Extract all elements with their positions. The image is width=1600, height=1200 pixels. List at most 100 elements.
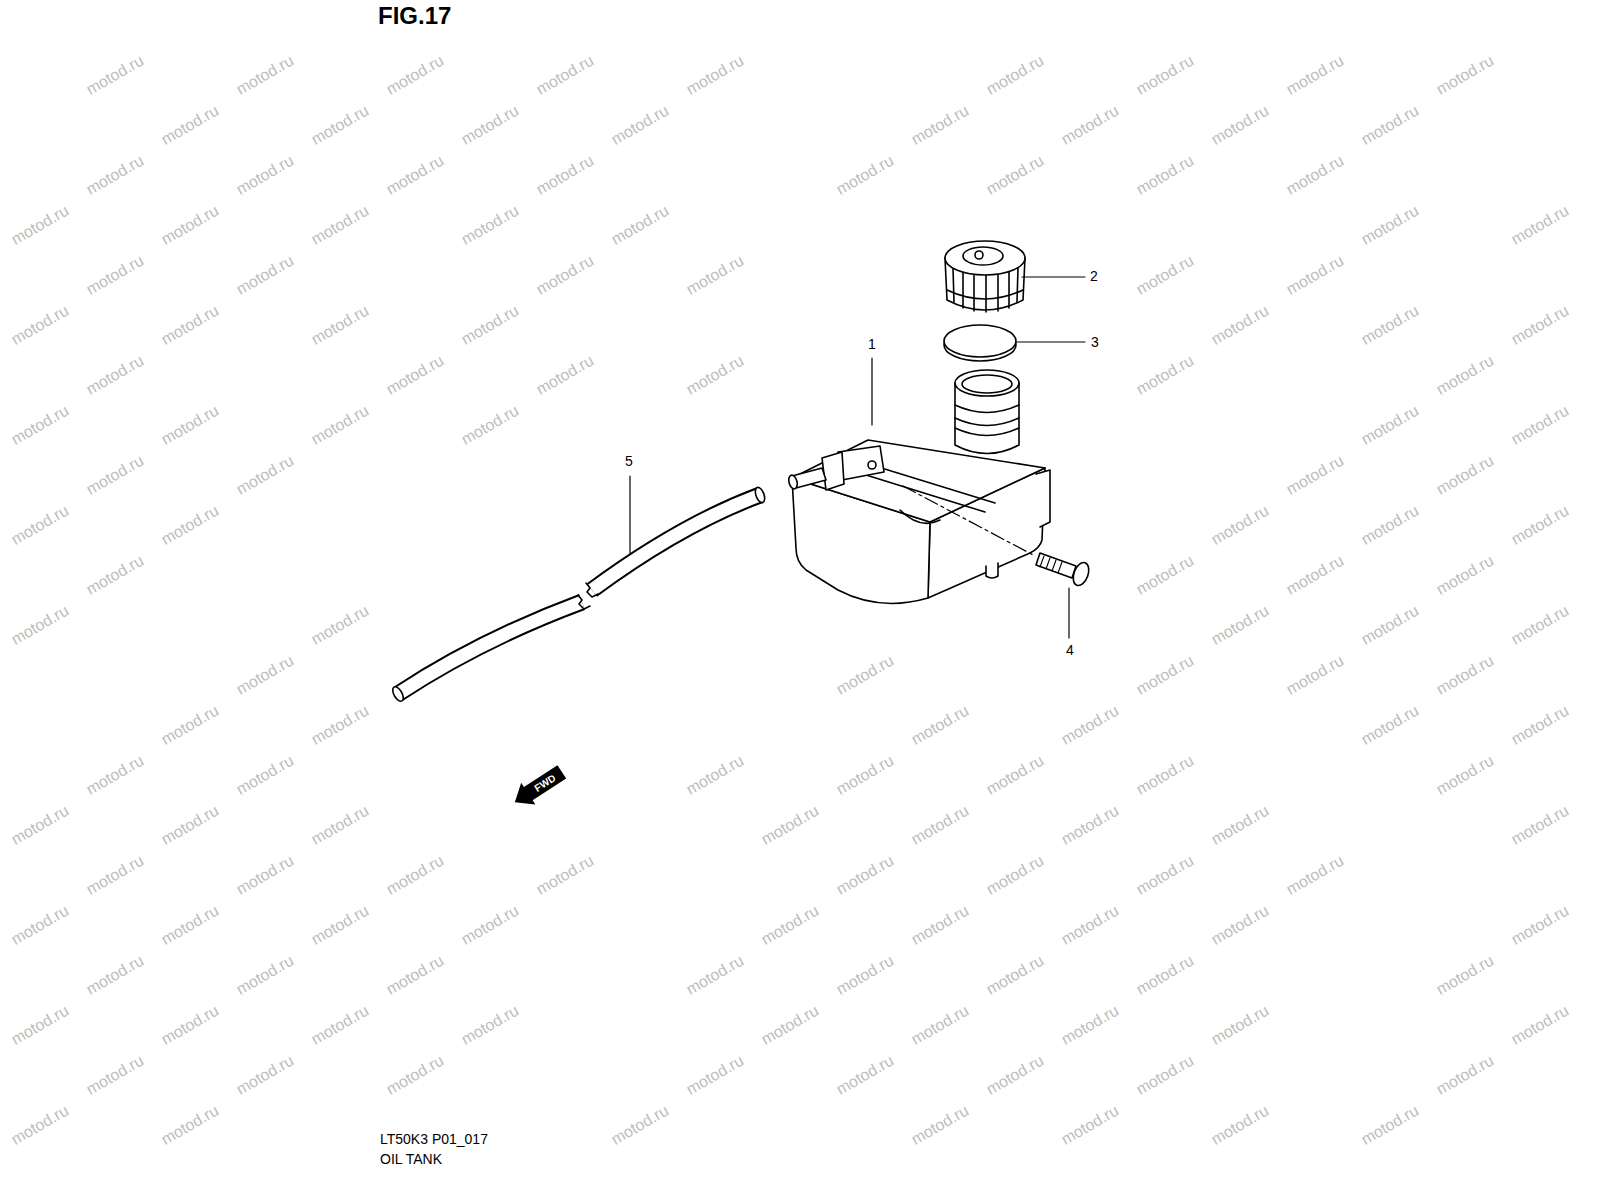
watermark: motod.ru bbox=[8, 1102, 71, 1149]
watermark: motod.ru bbox=[983, 952, 1046, 999]
watermark: motod.ru bbox=[1283, 652, 1346, 699]
watermark: motod.ru bbox=[833, 1052, 896, 1099]
neck-thread bbox=[955, 428, 1019, 436]
watermark: motod.ru bbox=[983, 152, 1046, 199]
watermark: motod.ru bbox=[1133, 1052, 1196, 1099]
hose-end bbox=[391, 685, 406, 703]
watermark: motod.ru bbox=[158, 402, 221, 449]
watermark: motod.ru bbox=[1208, 302, 1271, 349]
watermark: motod.ru bbox=[8, 1002, 71, 1049]
gasket bbox=[944, 325, 1016, 357]
bolt-thread bbox=[1040, 556, 1062, 573]
watermark: motod.ru bbox=[308, 702, 371, 749]
watermark: motod.ru bbox=[683, 1052, 746, 1099]
watermark: motod.ru bbox=[8, 302, 71, 349]
watermark: motod.ru bbox=[758, 902, 821, 949]
watermark: motod.ru bbox=[308, 402, 371, 449]
watermark: motod.ru bbox=[1133, 652, 1196, 699]
watermark: motod.ru bbox=[1508, 202, 1571, 249]
watermark: motod.ru bbox=[158, 702, 221, 749]
vent-hole bbox=[975, 251, 983, 259]
watermark: motod.ru bbox=[83, 1052, 146, 1099]
neck-opening bbox=[962, 375, 1012, 393]
mounting-lug bbox=[1036, 470, 1050, 527]
watermark: motod.ru bbox=[983, 752, 1046, 799]
watermark: motod.ru bbox=[1508, 702, 1571, 749]
watermark: motod.ru bbox=[533, 152, 596, 199]
watermark: motod.ru bbox=[83, 52, 146, 99]
watermark: motod.ru bbox=[683, 752, 746, 799]
watermark: motod.ru bbox=[1358, 702, 1421, 749]
watermark: motod.ru bbox=[233, 752, 296, 799]
watermark: motod.ru bbox=[83, 952, 146, 999]
watermark: motod.ru bbox=[458, 402, 521, 449]
watermark: motod.ru bbox=[1508, 802, 1571, 849]
figure-caption: OIL TANK bbox=[380, 1152, 442, 1167]
watermark: motod.ru bbox=[1358, 202, 1421, 249]
watermark: motod.ru bbox=[233, 252, 296, 299]
watermark: motod.ru bbox=[458, 102, 521, 149]
watermark: motod.ru bbox=[1208, 1102, 1271, 1149]
watermark: motod.ru bbox=[158, 902, 221, 949]
watermark: motod.ru bbox=[1283, 452, 1346, 499]
watermark: motod.ru bbox=[1358, 1102, 1421, 1149]
watermark: motod.ru bbox=[1508, 602, 1571, 649]
watermark: motod.ru bbox=[1058, 902, 1121, 949]
tank-recess bbox=[900, 510, 940, 523]
watermark: motod.ru bbox=[158, 1102, 221, 1149]
watermark: motod.ru bbox=[233, 452, 296, 499]
hose-end bbox=[754, 486, 767, 504]
watermark: motod.ru bbox=[8, 202, 71, 249]
tank-top-face bbox=[792, 440, 1045, 522]
watermark: motod.ru bbox=[1133, 552, 1196, 599]
watermark: motod.ru bbox=[83, 852, 146, 899]
watermark: motod.ru bbox=[1133, 52, 1196, 99]
neck-thread bbox=[955, 405, 1019, 413]
neck-thread bbox=[955, 418, 1019, 426]
hose-break bbox=[586, 583, 598, 597]
watermark: motod.ru bbox=[533, 352, 596, 399]
watermark: motod.ru bbox=[383, 352, 446, 399]
watermark: motod.ru bbox=[908, 1102, 971, 1149]
watermark: motod.ru bbox=[908, 102, 971, 149]
watermark: motod.ru bbox=[983, 52, 1046, 99]
watermark: motod.ru bbox=[608, 1102, 671, 1149]
watermark: motod.ru bbox=[383, 952, 446, 999]
watermark: motod.ru bbox=[1433, 552, 1496, 599]
callout-number: 2 bbox=[1090, 269, 1098, 284]
bolt-head bbox=[1070, 560, 1091, 587]
hose-outline bbox=[592, 495, 760, 590]
watermark: motod.ru bbox=[1508, 402, 1571, 449]
watermark: motod.ru bbox=[233, 1052, 296, 1099]
watermark: motod.ru bbox=[1358, 402, 1421, 449]
watermark: motod.ru bbox=[308, 102, 371, 149]
watermark: motod.ru bbox=[1508, 302, 1571, 349]
watermark: motod.ru bbox=[1283, 52, 1346, 99]
watermark: motod.ru bbox=[308, 802, 371, 849]
watermark: motod.ru bbox=[1508, 902, 1571, 949]
watermark: motod.ru bbox=[308, 1002, 371, 1049]
watermark: motod.ru bbox=[1208, 502, 1271, 549]
watermark: motod.ru bbox=[1283, 552, 1346, 599]
watermark: motod.ru bbox=[458, 202, 521, 249]
watermark: motod.ru bbox=[383, 852, 446, 899]
watermark: motod.ru bbox=[383, 52, 446, 99]
watermark: motod.ru bbox=[1208, 602, 1271, 649]
watermark: motod.ru bbox=[233, 152, 296, 199]
watermark: motod.ru bbox=[383, 152, 446, 199]
bracket bbox=[838, 446, 884, 480]
watermark: motod.ru bbox=[1358, 502, 1421, 549]
watermark: motod.ru bbox=[1133, 252, 1196, 299]
bracket-hole bbox=[868, 461, 876, 469]
watermark: motod.ru bbox=[1433, 352, 1496, 399]
watermark: motod.ru bbox=[1058, 802, 1121, 849]
watermark: motod.ru bbox=[1433, 52, 1496, 99]
watermark: motod.ru bbox=[83, 252, 146, 299]
watermark: motod.ru bbox=[608, 102, 671, 149]
watermark: motod.ru bbox=[833, 152, 896, 199]
watermark: motod.ru bbox=[308, 902, 371, 949]
callout-number: 1 bbox=[868, 337, 876, 352]
watermark: motod.ru bbox=[1208, 802, 1271, 849]
center-line bbox=[903, 486, 1035, 556]
cap-top bbox=[945, 241, 1025, 275]
